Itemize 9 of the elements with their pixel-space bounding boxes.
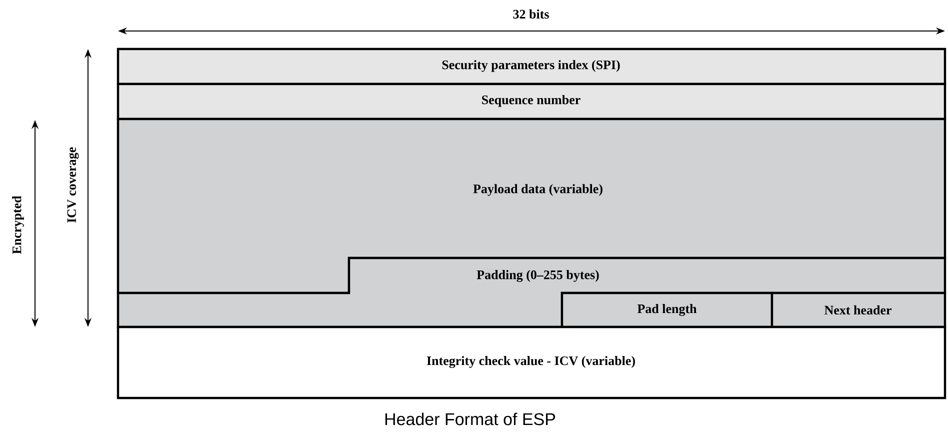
- header-field: Pad length: [560, 292, 774, 328]
- header-field: Next header: [770, 292, 946, 328]
- header-field: Sequence number: [116, 82, 946, 120]
- icv-field: Integrity check value - ICV (variable): [116, 326, 946, 400]
- dimension-label: Encrypted: [12, 196, 24, 254]
- header-field: Security parameters index (SPI): [116, 48, 946, 86]
- dimension-label: 32 bits: [513, 9, 549, 19]
- caption: Header Format of ESP: [385, 412, 556, 426]
- dimension-label: ICV coverage: [67, 147, 79, 223]
